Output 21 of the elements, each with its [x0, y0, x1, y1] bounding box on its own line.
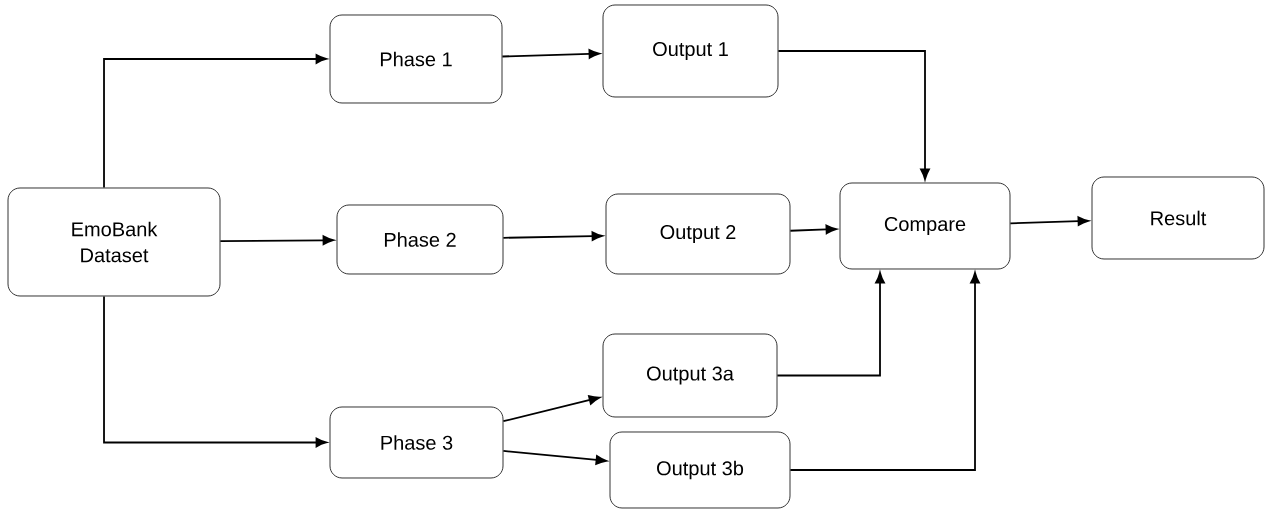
arrow — [103, 54, 327, 189]
process-box: Result — [1091, 176, 1265, 260]
arrow — [777, 50, 930, 180]
arrow — [502, 450, 607, 465]
arrow — [1009, 216, 1089, 226]
arrow — [789, 272, 980, 471]
arrow — [789, 224, 837, 235]
process-box: Output 3a — [602, 333, 778, 418]
process-box: Phase 2 — [336, 204, 504, 275]
process-box: EmoBank Dataset — [7, 187, 221, 297]
arrow — [776, 272, 885, 377]
process-box: Output 2 — [605, 193, 791, 275]
arrow — [501, 49, 600, 59]
process-box: Output 3b — [609, 431, 791, 509]
arrow — [502, 395, 601, 423]
process-box: Output 1 — [602, 4, 779, 98]
process-box: Phase 3 — [329, 406, 504, 479]
process-box: Compare — [839, 182, 1011, 270]
arrow — [502, 231, 603, 241]
arrow — [219, 235, 334, 246]
process-box: Phase 1 — [329, 14, 503, 104]
